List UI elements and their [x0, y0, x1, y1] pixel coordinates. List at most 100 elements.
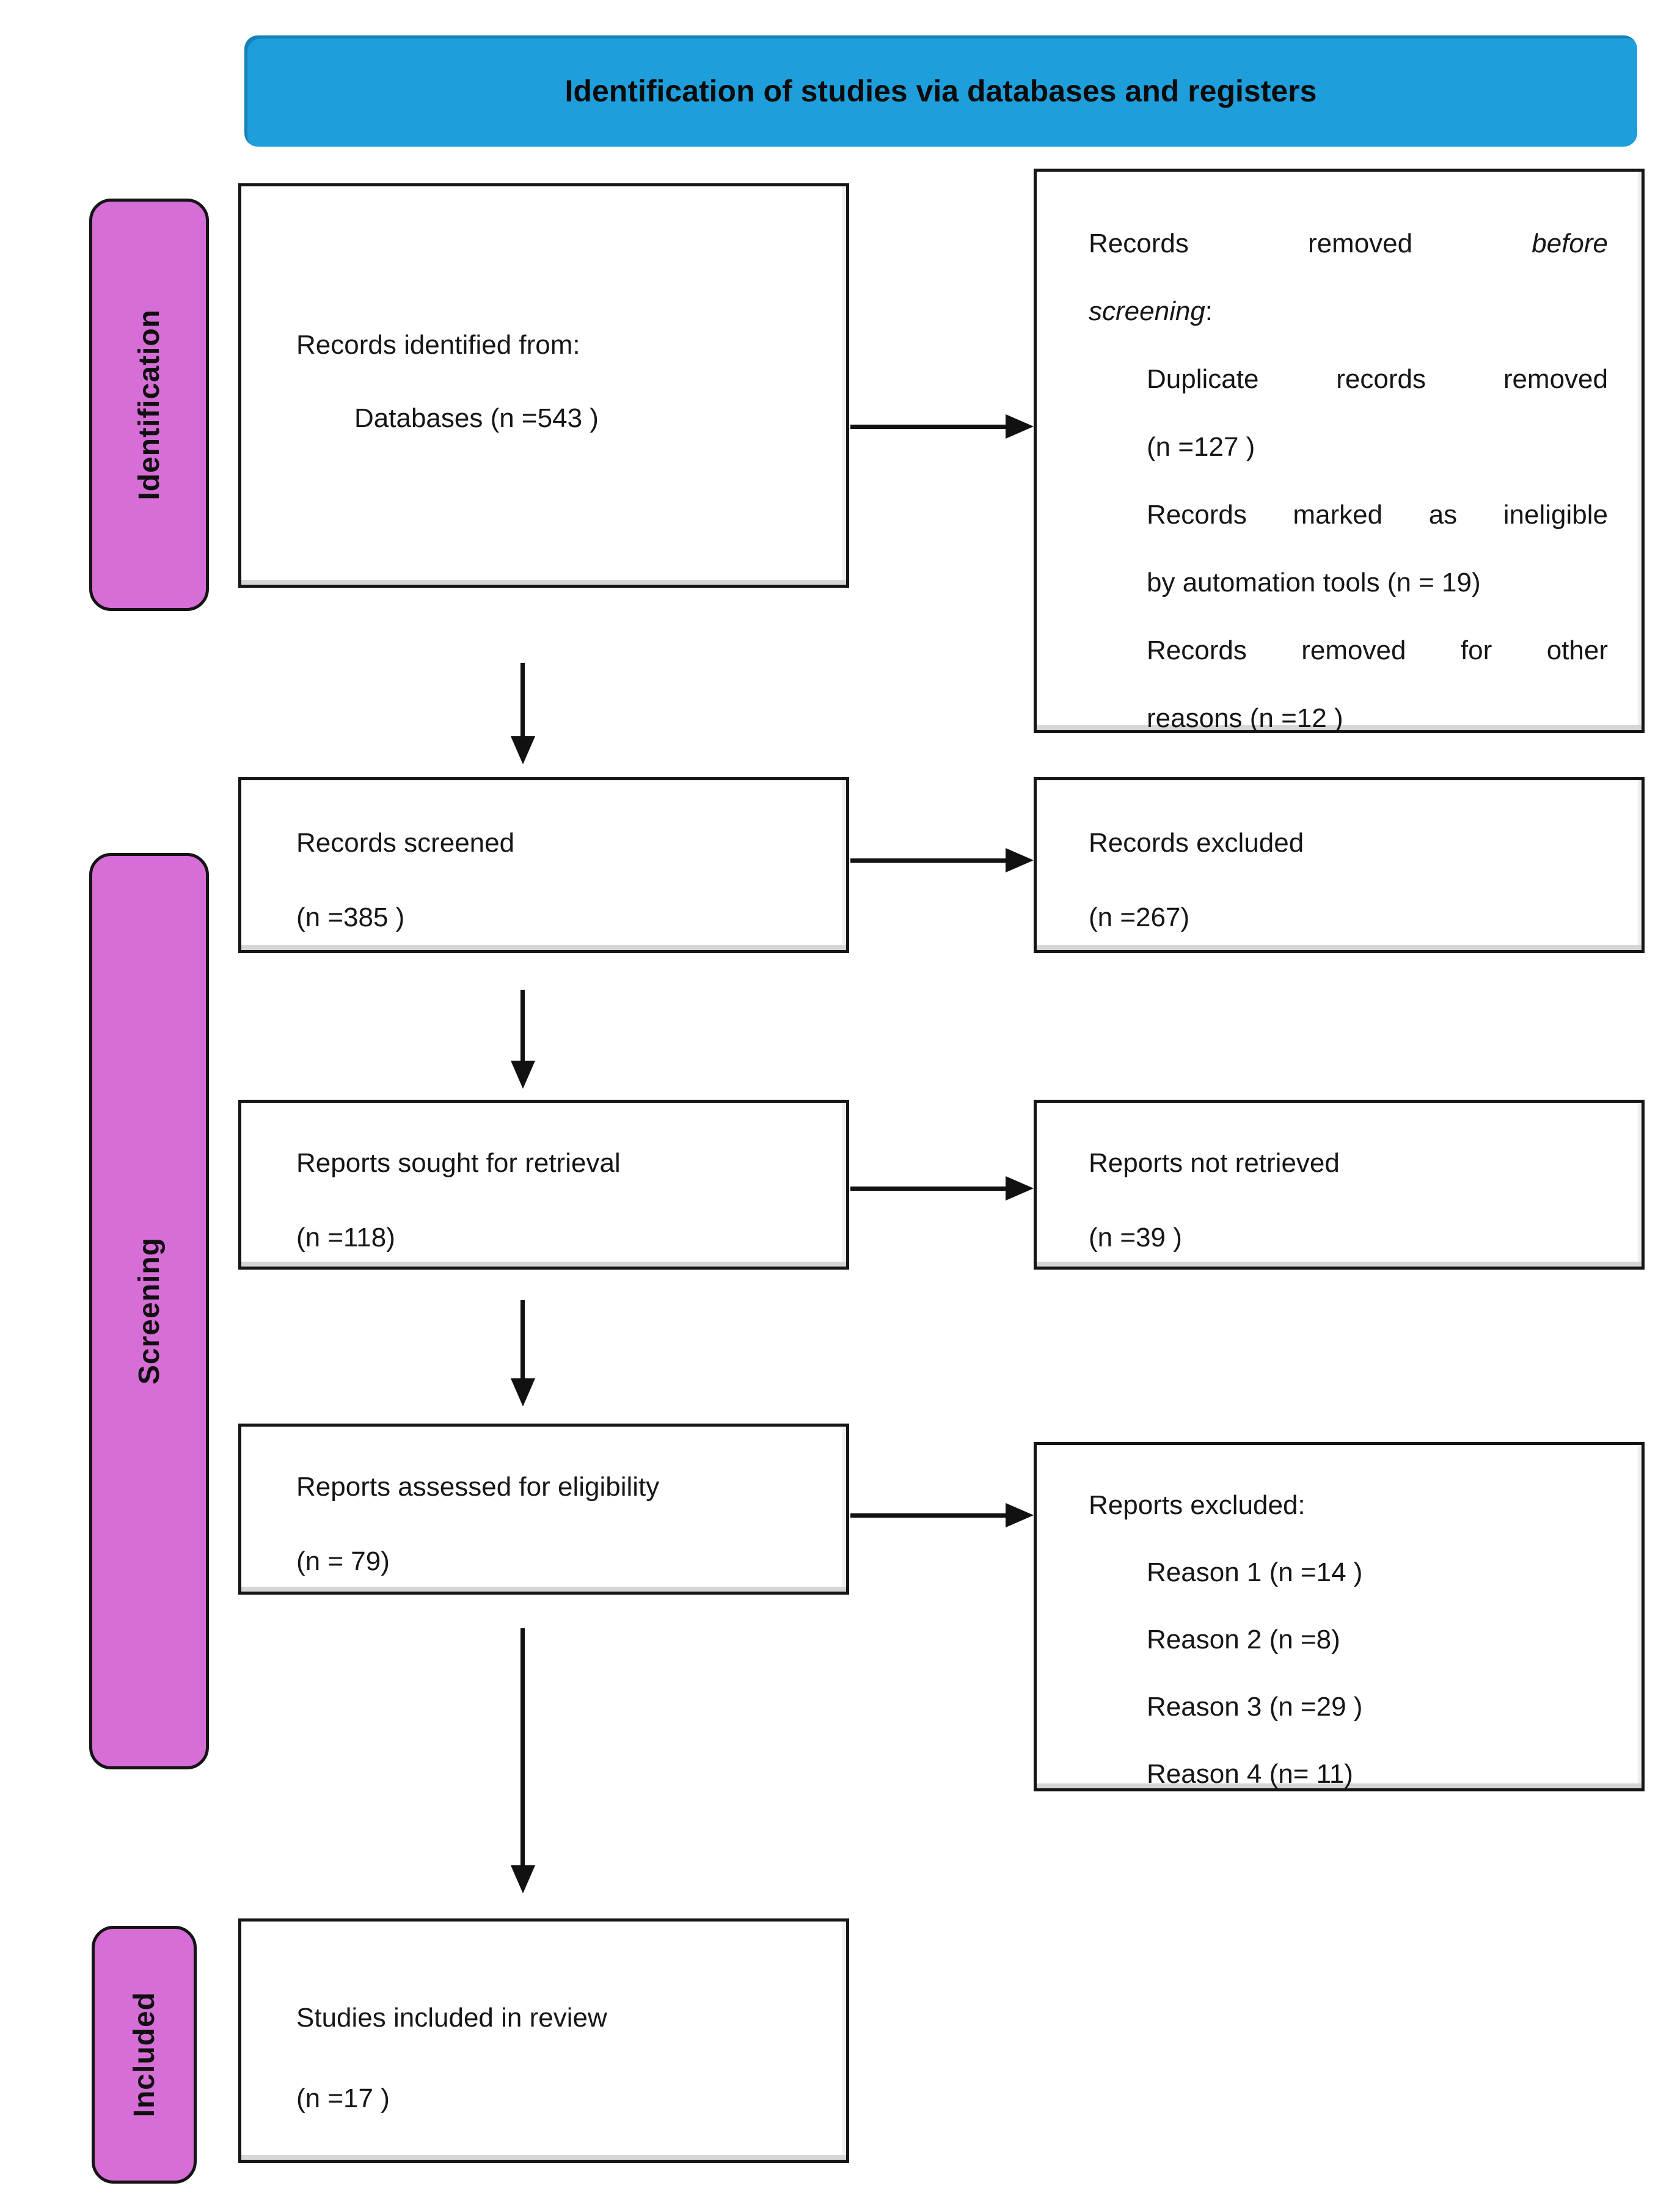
- arrow-screened-to-excluded-line: [850, 858, 1007, 863]
- text-segment: Records screened: [296, 828, 515, 858]
- text-segment: (n =385 ): [296, 902, 405, 932]
- title-banner: Identification of studies via databases …: [244, 35, 1637, 147]
- word: as: [1428, 500, 1458, 530]
- box-records-screened-content: Records screened (n =385 ): [241, 780, 846, 950]
- stage-label-identification: Identification: [89, 199, 209, 611]
- arrow-identified-to-screened-line: [520, 663, 525, 739]
- word: ineligible: [1503, 500, 1608, 530]
- box-records-excluded-content: Records excluded (n =267): [1037, 780, 1642, 950]
- word: for: [1460, 635, 1492, 665]
- box-studies-included-content: Studies included in review (n =17 ): [241, 1922, 846, 2160]
- text-line: (n =385 ): [296, 880, 813, 950]
- text-line: Records removed for other: [1147, 616, 1608, 684]
- arrow-screened-to-sought-head-icon: [511, 1061, 535, 1089]
- stage-label-included: Included: [92, 1926, 197, 2184]
- text-line: screening:: [1089, 277, 1608, 345]
- text-segment: (n =39 ): [1089, 1223, 1182, 1252]
- text-segment: Reports not retrieved: [1089, 1148, 1340, 1178]
- text-line: Databases (n =543 ): [354, 382, 813, 455]
- text-segment: Reports sought for retrieval: [296, 1148, 621, 1178]
- arrow-assessed-to-reportsexcluded-line: [850, 1513, 1007, 1518]
- word: other: [1546, 635, 1608, 665]
- arrow-sought-to-notretrieved-line: [850, 1187, 1007, 1191]
- text-segment: Databases (n =543 ): [354, 403, 599, 433]
- stage-label-screening: Screening: [89, 853, 209, 1769]
- word: Records: [1089, 229, 1189, 258]
- text-line: Reports assessed for eligibility: [296, 1450, 813, 1524]
- box-reports-not-retrieved-content: Reports not retrieved (n =39 ): [1037, 1103, 1642, 1267]
- text-segment: screening: [1089, 296, 1205, 326]
- text-line: Records excluded: [1089, 806, 1608, 880]
- arrow-identified-to-screened-head-icon: [511, 736, 535, 764]
- text-segment: Reason 4 (n= 11): [1147, 1759, 1353, 1788]
- text-segment: Studies included in review: [296, 2003, 607, 2033]
- word: Records: [1147, 500, 1247, 530]
- text-segment: reasons (n =12 ): [1147, 703, 1343, 730]
- text-segment: Reports excluded:: [1089, 1490, 1306, 1520]
- box-records-excluded: Records excluded (n =267): [1034, 777, 1645, 953]
- text-line: Reports sought for retrieval: [296, 1126, 813, 1201]
- box-reports-assessed: Reports assessed for eligibility (n = 79): [238, 1424, 849, 1595]
- arrow-assessed-to-reportsexcluded-head-icon: [1006, 1503, 1034, 1527]
- text-segment: (n =267): [1089, 902, 1190, 932]
- text-segment: Reports assessed for eligibility: [296, 1472, 660, 1502]
- text-segment: :: [1205, 296, 1213, 326]
- arrow-identified-to-removed-line: [850, 425, 1007, 429]
- text-line: Records screened: [296, 806, 813, 880]
- word: removed: [1307, 229, 1413, 258]
- text-line: (n =17 ): [296, 2058, 813, 2139]
- arrow-assessed-to-included-head-icon: [511, 1865, 535, 1893]
- text-line: (n =127 ): [1147, 413, 1608, 481]
- stage-label-identification-text: Identification: [133, 309, 166, 500]
- word: removed: [1503, 364, 1608, 394]
- text-line: Reason 1 (n =14 ): [1147, 1539, 1608, 1606]
- text-line: Records identified from:: [296, 309, 813, 382]
- arrow-sought-to-assessed-head-icon: [511, 1378, 535, 1406]
- box-records-identified: Records identified from: Databases (n =54…: [238, 183, 849, 588]
- text-segment: (n =118): [296, 1223, 395, 1252]
- box-records-screened: Records screened (n =385 ): [238, 777, 849, 953]
- arrow-identified-to-removed-head-icon: [1006, 414, 1034, 439]
- text-line: Studies included in review: [296, 1978, 813, 2058]
- text-line: Reason 2 (n =8): [1147, 1606, 1608, 1673]
- text-segment: by automation tools (n = 19): [1147, 568, 1481, 598]
- text-segment: (n = 79): [296, 1546, 390, 1576]
- box-studies-included: Studies included in review (n =17 ): [238, 1918, 849, 2163]
- box-records-identified-content: Records identified from: Databases (n =54…: [241, 186, 846, 585]
- word: records: [1336, 364, 1426, 394]
- text-segment: (n =17 ): [296, 2083, 390, 2113]
- text-segment: Records excluded: [1089, 828, 1304, 858]
- text-line: Reports excluded:: [1089, 1472, 1608, 1539]
- text-line: Reason 4 (n= 11): [1147, 1741, 1608, 1788]
- word: Duplicate: [1147, 364, 1259, 394]
- text-line: (n =267): [1089, 880, 1608, 950]
- text-segment: Reason 2 (n =8): [1147, 1625, 1340, 1655]
- text-line: reasons (n =12 ): [1147, 684, 1608, 730]
- text-line: Records marked as ineligible: [1147, 481, 1608, 549]
- arrow-sought-to-assessed-line: [520, 1300, 525, 1381]
- word: marked: [1293, 500, 1383, 530]
- word: Records: [1147, 635, 1247, 665]
- box-reports-not-retrieved: Reports not retrieved (n =39 ): [1034, 1100, 1645, 1270]
- box-reports-sought-content: Reports sought for retrieval (n =118): [241, 1103, 846, 1267]
- text-segment: (n =127 ): [1147, 432, 1255, 462]
- text-line: (n =118): [296, 1201, 813, 1267]
- text-line: Reports not retrieved: [1089, 1126, 1608, 1201]
- box-reports-sought: Reports sought for retrieval (n =118): [238, 1100, 849, 1270]
- text-segment: Reason 1 (n =14 ): [1147, 1557, 1363, 1587]
- arrow-screened-to-excluded-head-icon: [1006, 848, 1034, 872]
- arrow-sought-to-notretrieved-head-icon: [1006, 1176, 1034, 1201]
- stage-label-included-text: Included: [128, 1992, 161, 2118]
- text-line: (n = 79): [296, 1524, 813, 1592]
- text-line: Duplicate records removed: [1147, 345, 1608, 413]
- title-text: Identification of studies via databases …: [564, 74, 1317, 108]
- text-segment: Reason 3 (n =29 ): [1147, 1692, 1363, 1722]
- word: removed: [1301, 635, 1406, 665]
- text-line: by automation tools (n = 19): [1147, 549, 1608, 616]
- arrow-screened-to-sought-line: [520, 990, 525, 1063]
- box-reports-excluded: Reports excluded: Reason 1 (n =14 ) Reason…: [1034, 1442, 1645, 1791]
